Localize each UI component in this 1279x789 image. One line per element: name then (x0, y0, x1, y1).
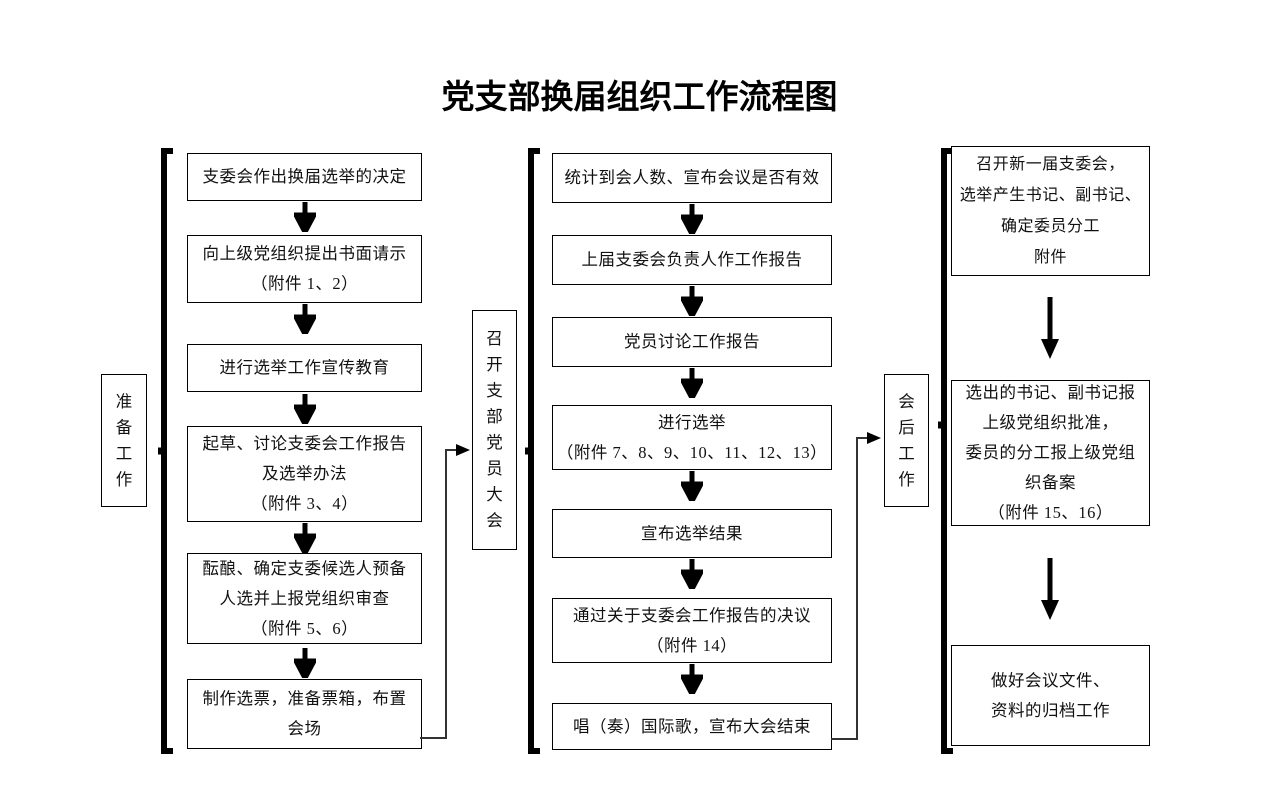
group-bracket-meeting (525, 148, 541, 754)
step-box: 起草、讨论支委会工作报告 及选举办法 （附件 3、4） (187, 426, 422, 522)
step-line: 资料的归档工作 (991, 700, 1110, 720)
stage-label-char: 员 (486, 459, 503, 478)
step-box: 上届支委会负责人作工作报告 (552, 235, 832, 285)
step-line: 统计到会人数、宣布会议是否有效 (564, 168, 820, 187)
step-box: 进行选举工作宣传教育 (187, 344, 422, 392)
stage-label-char: 备 (115, 417, 133, 437)
step-line: 进行选举 (658, 412, 726, 432)
step-line: 进行选举工作宣传教育 (219, 358, 390, 377)
step-box: 统计到会人数、宣布会议是否有效 (552, 153, 832, 203)
step-box: 酝酿、确定支委候选人预备 人选并上报党组织审查 （附件 5、6） (187, 553, 422, 644)
step-line: 酝酿、确定支委候选人预备 (202, 558, 407, 578)
step-line: 及选举办法 (262, 464, 347, 483)
step-line: （附件 14） (646, 635, 738, 655)
step-line: 选举产生书记、副书记、 (959, 187, 1142, 204)
flow-arrow-down-icon (294, 304, 316, 334)
flow-arrow-down-icon (1037, 558, 1063, 620)
step-line: （附件 15、16） (988, 503, 1113, 522)
step-line: 织备案 (1025, 473, 1076, 492)
flow-arrow-down-icon (681, 559, 703, 589)
flow-arrow-down-icon (681, 664, 703, 694)
flow-arrow-down-icon (294, 648, 316, 678)
stage-label-char: 工 (115, 443, 133, 463)
flow-arrow-down-icon (681, 204, 703, 234)
stage-label-char: 会 (898, 391, 915, 411)
flow-arrow-down-icon (294, 394, 316, 424)
group-bracket-preparation (158, 148, 174, 754)
stage-label-char: 党 (486, 433, 503, 452)
step-line: 召开新一届支委会， (976, 156, 1125, 173)
step-line: 人选并上报党组织审查 (219, 588, 390, 608)
stage-label-char: 工 (898, 443, 915, 463)
step-box: 进行选举 （附件 7、8、9、10、11、12、13） (552, 405, 832, 470)
stage-label-char: 作 (898, 469, 915, 489)
step-box: 向上级党组织提出书面请示 （附件 1、2） (187, 235, 422, 303)
step-box: 唱（奏）国际歌，宣布大会结束 (552, 703, 832, 750)
step-line: 向上级党组织提出书面请示 (202, 244, 407, 263)
step-line: （附件 7、8、9、10、11、12、13） (556, 442, 828, 462)
stage-label-char: 召 (486, 329, 503, 348)
stage-label-char: 会 (486, 511, 503, 530)
stage-label-char: 大 (486, 485, 503, 504)
stage-label-char: 开 (486, 355, 503, 374)
page-title: 党支部换届组织工作流程图 (441, 78, 838, 115)
step-line: （附件 1、2） (250, 274, 359, 293)
flow-arrow-down-icon (681, 471, 703, 501)
flow-arrow-down-icon (681, 286, 703, 316)
step-box: 选出的书记、副书记报 上级党组织批准， 委员的分工报上级党组 织备案 （附件 1… (951, 380, 1150, 526)
stage-label-preparation: 准 备 工 作 (101, 374, 147, 507)
step-line: 党员讨论工作报告 (624, 332, 760, 351)
step-line: 上级党组织批准， (982, 413, 1119, 432)
flow-arrow-down-icon (294, 523, 316, 553)
step-line: 唱（奏）国际歌，宣布大会结束 (573, 716, 811, 736)
step-line: 选出的书记、副书记报 (965, 383, 1136, 402)
step-line: 起草、讨论支委会工作报告 (202, 434, 407, 453)
connector-meeting-to-post (831, 428, 883, 743)
step-line: 附件 (1033, 249, 1067, 266)
flow-arrow-down-icon (681, 368, 703, 398)
stage-label-char: 作 (115, 469, 133, 489)
step-box: 支委会作出换届选举的决定 (187, 153, 422, 201)
step-line: 上届支委会负责人作工作报告 (581, 250, 803, 269)
step-box: 党员讨论工作报告 (552, 317, 832, 367)
step-line: 宣布选举结果 (641, 523, 743, 543)
stage-label-char: 支 (486, 381, 503, 400)
flow-arrow-down-icon (294, 202, 316, 232)
stage-label-char: 后 (898, 417, 915, 437)
step-box: 做好会议文件、 资料的归档工作 (951, 645, 1150, 746)
step-line: 会场 (287, 719, 322, 738)
step-line: 通过关于支委会工作报告的决议 (573, 605, 811, 625)
group-bracket-post (938, 148, 954, 754)
step-line: 制作选票，准备票箱，布置 (202, 689, 407, 708)
step-box: 通过关于支委会工作报告的决议 （附件 14） (552, 598, 832, 663)
step-box: 宣布选举结果 (552, 509, 832, 558)
step-line: 委员的分工报上级党组 (965, 443, 1136, 462)
stage-label-char: 部 (486, 407, 503, 426)
step-box: 召开新一届支委会， 选举产生书记、副书记、 确定委员分工 附件 (951, 146, 1150, 276)
stage-label-char: 准 (115, 391, 133, 411)
step-line: 确定委员分工 (1000, 218, 1100, 235)
connector-prep-to-meeting (420, 440, 472, 742)
step-line: 支委会作出换届选举的决定 (202, 167, 407, 186)
stage-label-post-meeting: 会 后 工 作 (884, 374, 929, 507)
step-line: （附件 5、6） (250, 618, 359, 638)
step-line: 做好会议文件、 (991, 670, 1110, 690)
stage-label-member-meeting: 召 开 支 部 党 员 大 会 (472, 310, 517, 550)
step-line: （附件 3、4） (250, 494, 359, 513)
flow-arrow-down-icon (1037, 297, 1063, 359)
step-box: 制作选票，准备票箱，布置 会场 (187, 679, 422, 749)
